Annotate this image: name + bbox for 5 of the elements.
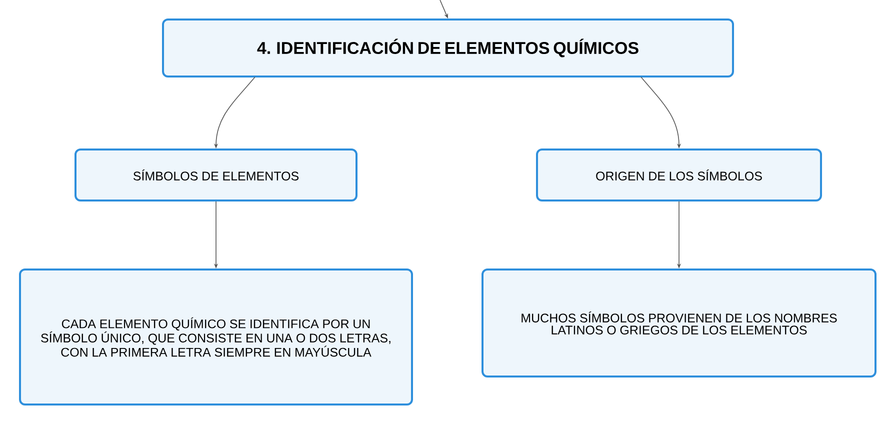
topic-box: SÍMBOLOS DE ELEMENTOS: [74, 148, 358, 202]
title-box: 4. IDENTIFICACIÓN DE ELEMENTOS QUÍMICOS: [162, 18, 734, 78]
text-box: CADA ELEMENTO QUÍMICO SE IDENTIFICA POR UN SÍMBOLO ÚNICO, QUE CONSISTE EN UNA O DOS LETRAS, CON LA PRIMERA LETRA SIEMPRE EN MAYÚSCULA: [19, 268, 413, 406]
topic-box: ORIGEN DE LOS SÍMBOLOS: [536, 148, 822, 202]
text-box: MUCHOS SÍMBOLOS PROVIENEN DE LOS NOMBRES LATINOS O GRIEGOS DE LOS ELEMENTOS: [482, 268, 877, 378]
